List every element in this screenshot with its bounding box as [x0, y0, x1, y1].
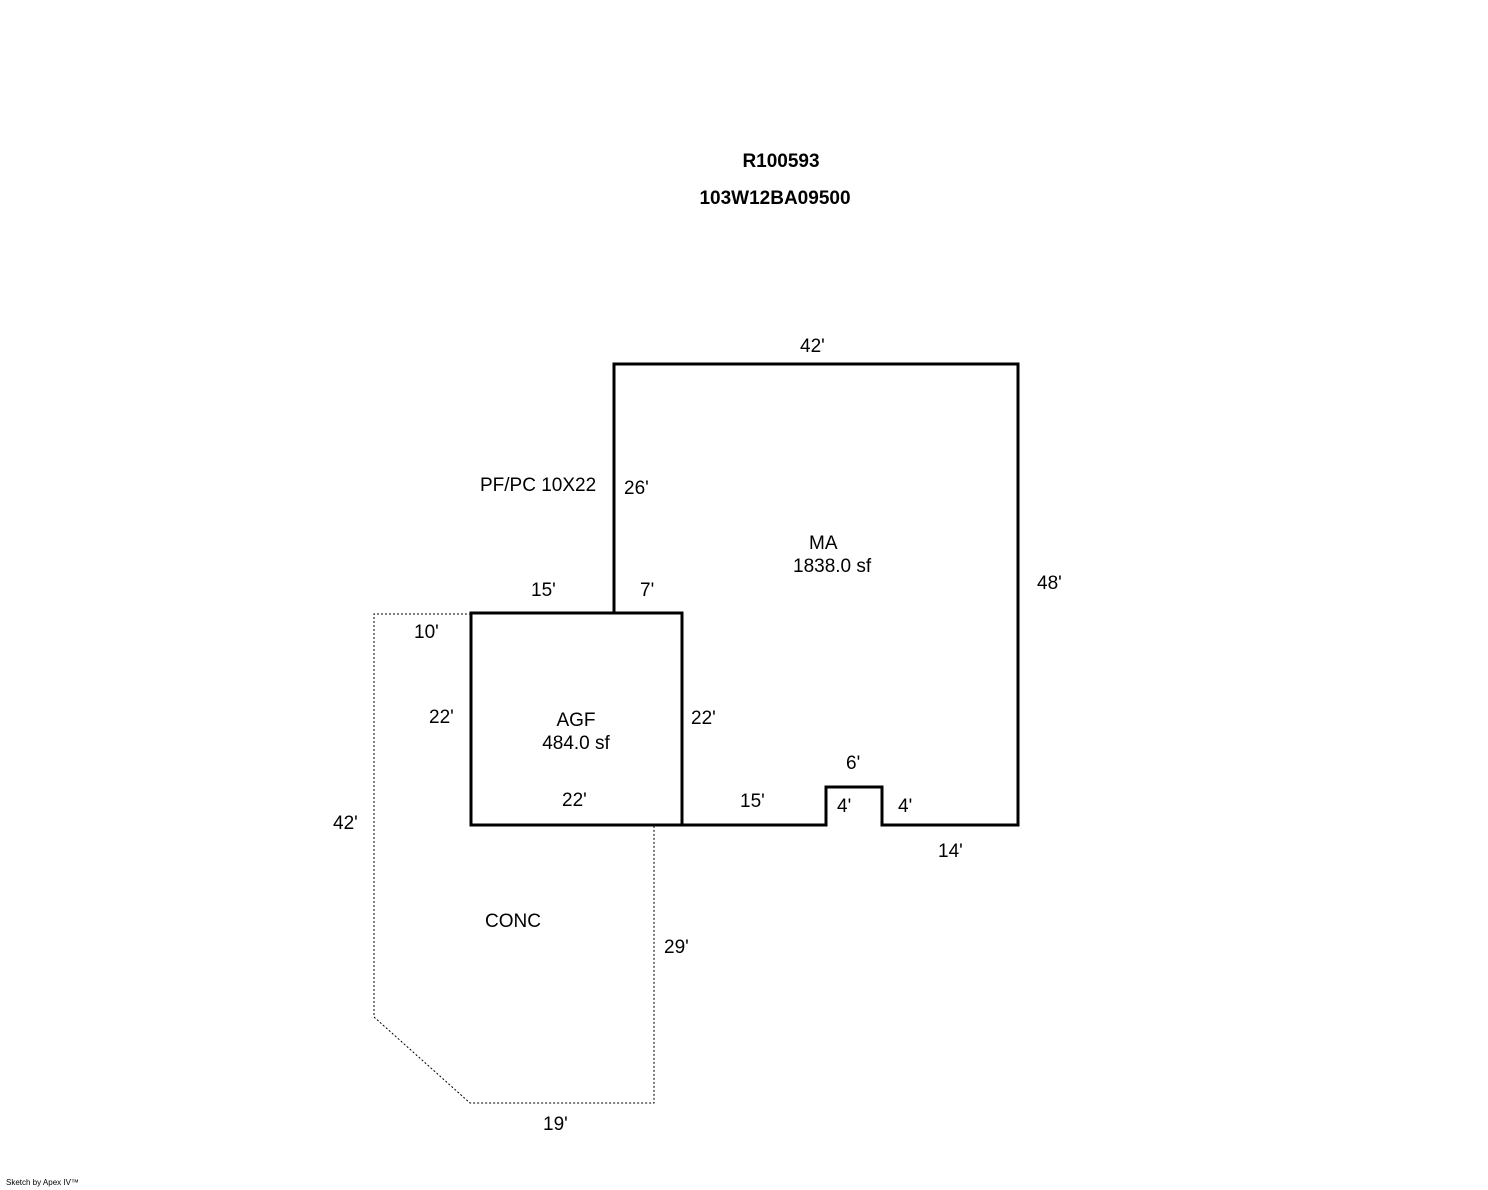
dim-ma-left-lower: 7' [640, 580, 655, 601]
dim-agf-top: 15' [531, 580, 556, 601]
agf-size: 484.0 sf [542, 733, 610, 754]
dim-ma-top: 42' [800, 336, 825, 357]
dim-ma-left-upper: 26' [624, 478, 649, 499]
dim-agf-left: 22' [429, 707, 454, 728]
ma-code: MA [809, 533, 838, 554]
dim-bump-top: 6' [846, 753, 861, 774]
conc-outline [373, 613, 655, 1104]
dim-conc-right: 29' [664, 937, 689, 958]
map-tax-lot: 103W12BA09500 [699, 188, 851, 209]
porch-label: PF/PC 10X22 [480, 475, 597, 496]
dim-bump-right: 4' [898, 796, 913, 817]
agf-area-label: AGF 484.0 sf [516, 709, 636, 755]
agf-outline [469, 611, 684, 827]
dim-agf-right: 22' [691, 708, 716, 729]
sketch-credit: Sketch by Apex IV™ [6, 1178, 79, 1187]
agf-code: AGF [556, 710, 596, 731]
account-number: R100593 [742, 151, 820, 172]
dim-ma-bottom-right: 14' [938, 841, 963, 862]
dim-conc-left: 42' [333, 813, 358, 834]
ma-outline [612, 362, 1020, 827]
ma-size: 1838.0 sf [793, 556, 872, 577]
dim-conc-top: 10' [414, 622, 439, 643]
ma-area-label: MA 1838.0 sf [760, 532, 920, 578]
dim-ma-right: 48' [1037, 573, 1062, 594]
dim-agf-bottom: 22' [562, 790, 587, 811]
dim-ma-bottom-left: 15' [740, 791, 765, 812]
conc-area-label: CONC [485, 911, 541, 932]
dim-conc-bottom: 19' [543, 1114, 568, 1135]
dim-bump-left: 4' [837, 796, 852, 817]
